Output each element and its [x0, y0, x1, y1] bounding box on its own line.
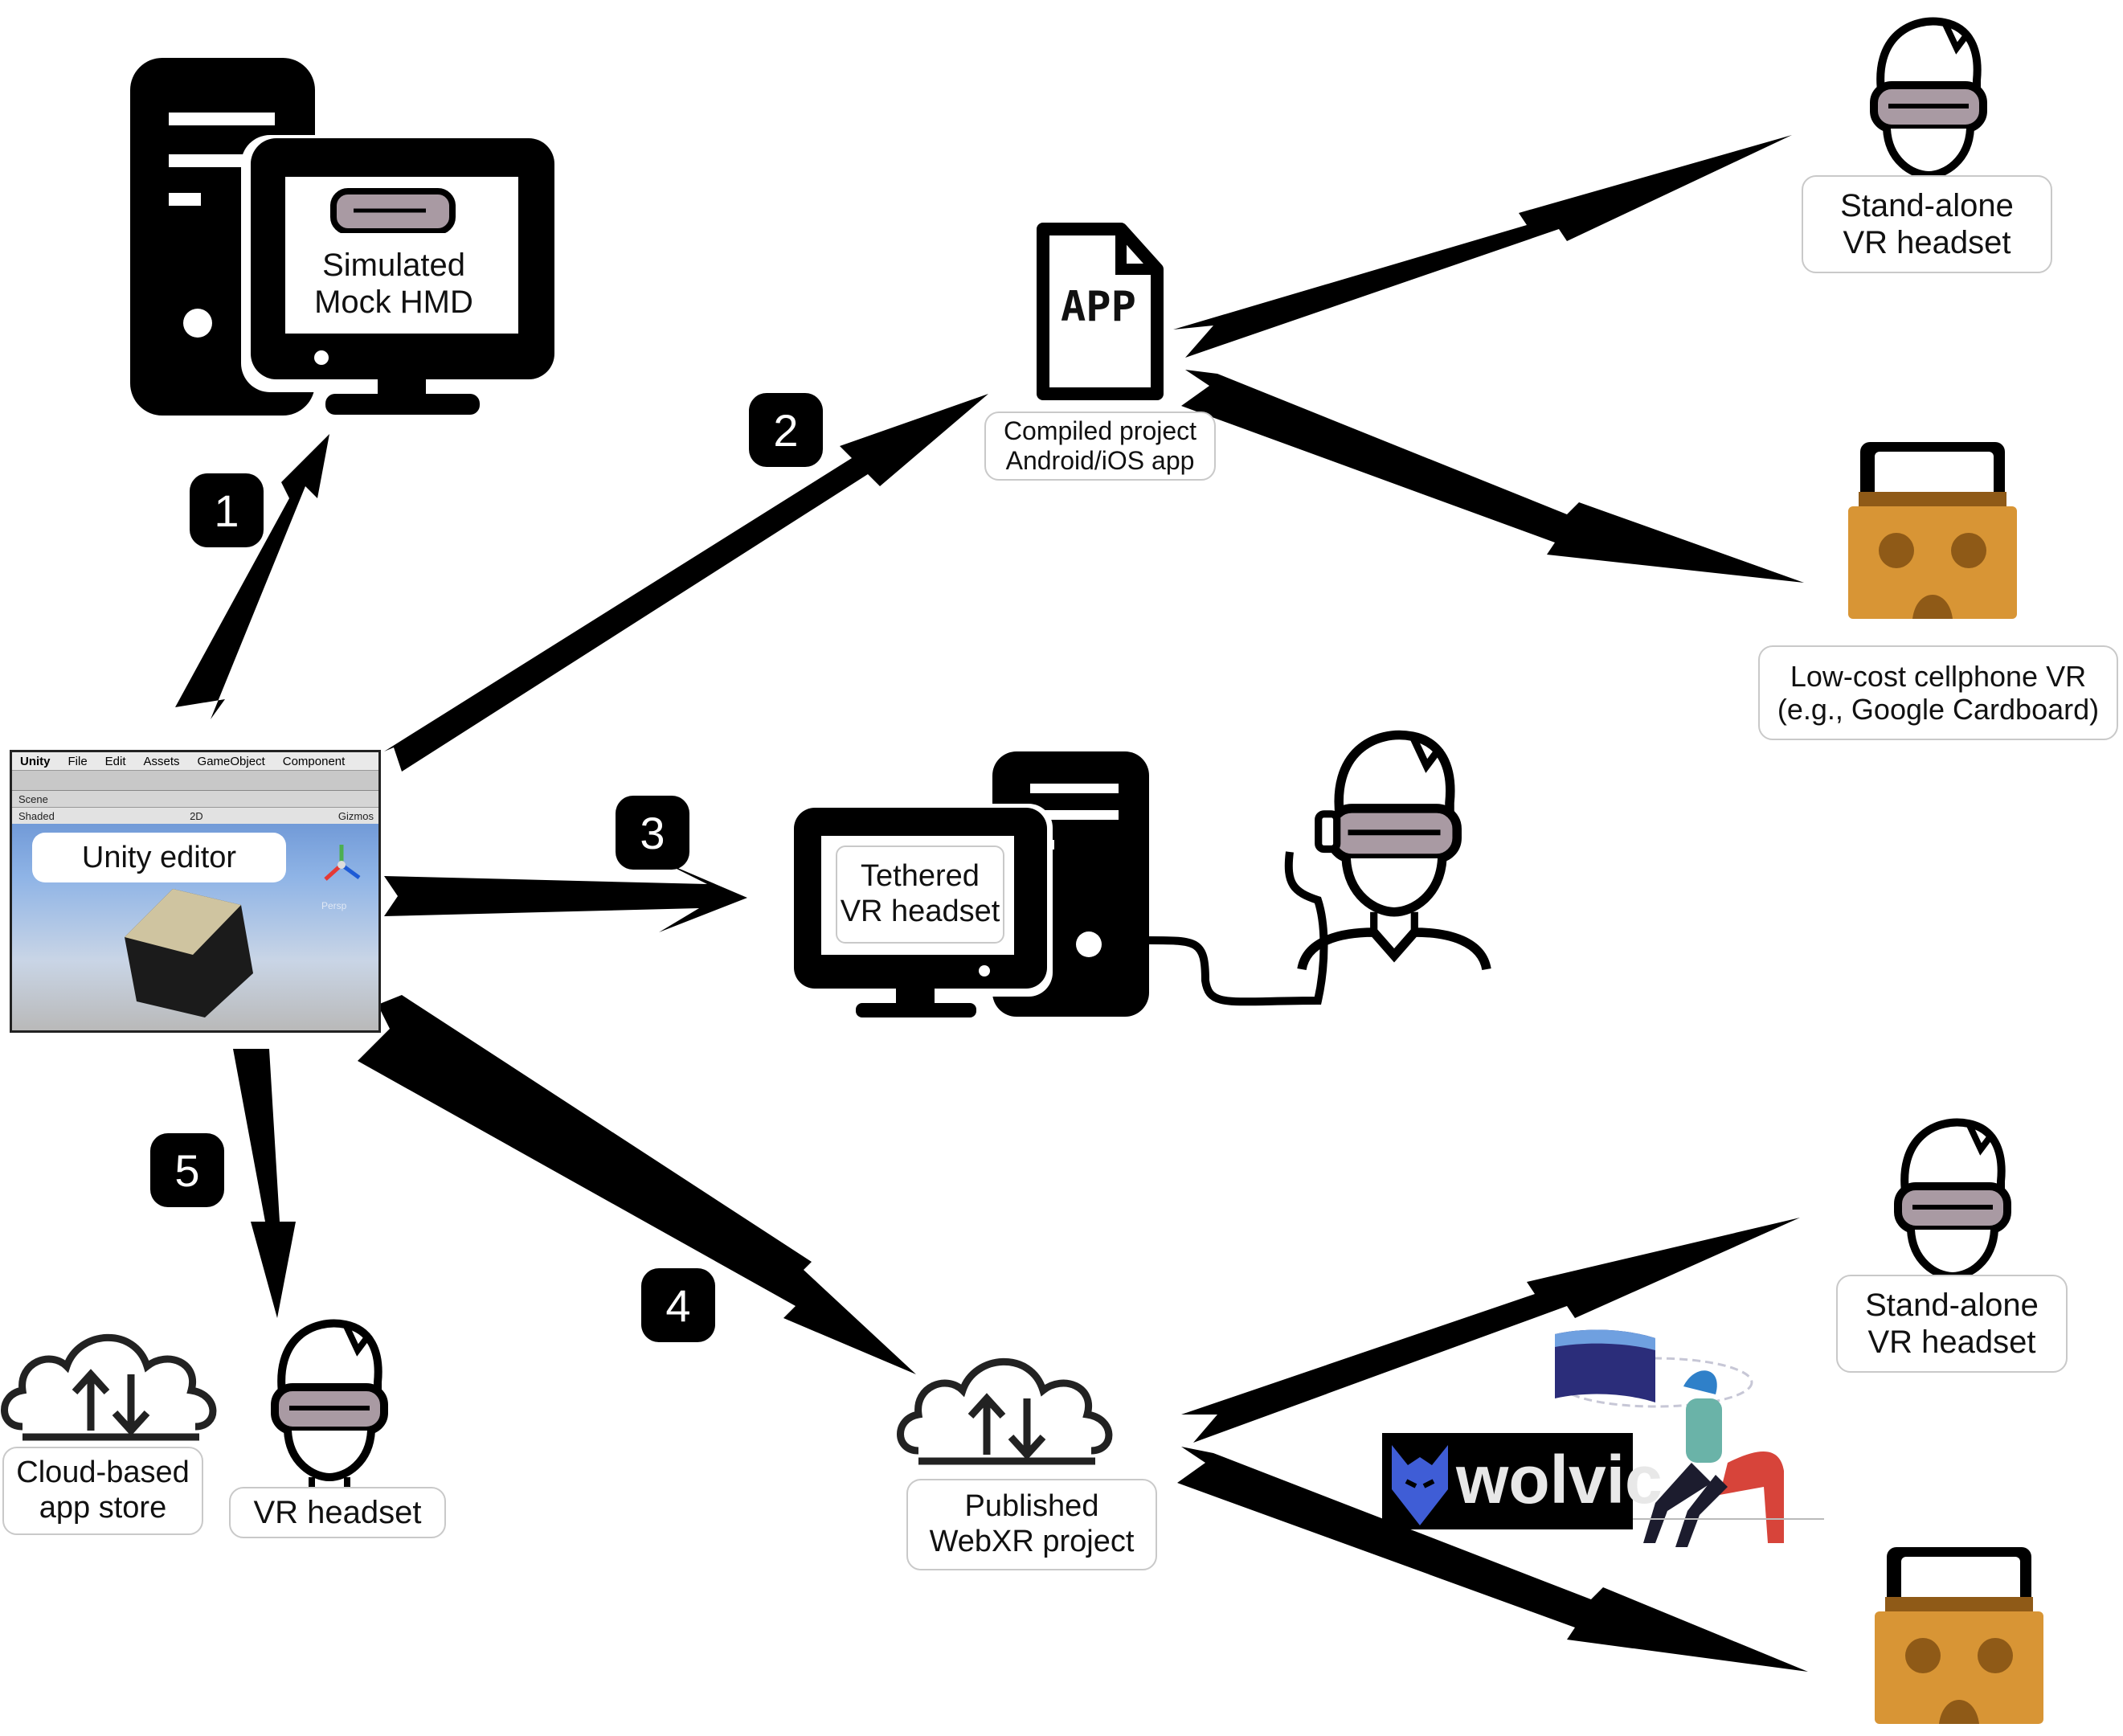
step-badge-2: 2 [749, 393, 823, 467]
simulated-hmd-label: Simulated Mock HMD [309, 233, 478, 334]
arrow-webxr-to-cardboard [1177, 1447, 1808, 1672]
unity-menu-component: Component [282, 754, 346, 768]
unity-menu-edit: Edit [104, 754, 126, 768]
unity-shaded-bar: Shaded 2D Gizmos [12, 808, 378, 824]
cloud-store-line2: app store [39, 1491, 167, 1525]
cloud-store-label: Cloud-based app store [2, 1447, 203, 1535]
arrow-1 [175, 434, 329, 719]
webxr-label: Published WebXR project [906, 1479, 1157, 1570]
vr-headset-text: VR headset [253, 1495, 422, 1530]
arrow-app-to-standalone [1173, 135, 1792, 358]
cardboard-viewer-top-icon [1848, 442, 2017, 619]
unity-editor-screenshot: Unity File Edit Assets GameObject Compon… [10, 750, 381, 1033]
unity-persp-text: Persp [321, 900, 347, 911]
unity-scene-tab: Scene [12, 791, 378, 808]
compiled-project-label: Compiled project Android/iOS app [984, 411, 1216, 481]
tethered-line1: Tethered [861, 859, 980, 894]
unity-menubar: Unity File Edit Assets GameObject Compon… [12, 752, 378, 771]
standalone-top-line1: Stand-alone [1840, 188, 2014, 223]
wolvic-logo: wolvic [1382, 1433, 1663, 1529]
compiled-project-line2: Android/iOS app [1005, 446, 1195, 475]
standalone-top-label: Stand-alone VR headset [1802, 175, 2052, 273]
webxr-line2: WebXR project [929, 1525, 1135, 1558]
standalone-bottom-line1: Stand-alone [1865, 1288, 2039, 1323]
cardboard-line1: Low-cost cellphone VR [1790, 659, 2087, 693]
simulated-hmd-line2: Mock HMD [314, 284, 473, 320]
cardboard-line2: (e.g., Google Cardboard) [1777, 693, 2100, 726]
unity-menu-unity: Unity [20, 754, 51, 768]
arrow-4 [358, 995, 916, 1374]
unity-menu-file: File [67, 754, 88, 768]
wolvic-wolf-icon [1392, 1445, 1448, 1525]
unity-gizmos: Gizmos [337, 809, 374, 822]
standalone-top-line2: VR headset [1843, 225, 2011, 260]
cloud-store-line1: Cloud-based [16, 1456, 190, 1490]
unity-toolbar [12, 771, 378, 791]
arrow-2 [384, 394, 988, 772]
unity-shading-mode: Shaded [18, 809, 55, 822]
wolvic-text: wolvic [1456, 1442, 1663, 1517]
app-icon-text: APP [1061, 283, 1136, 331]
tethered-label: Tethered VR headset [836, 845, 1004, 944]
step-badge-5: 5 [150, 1133, 224, 1207]
step-badge-3: 3 [616, 796, 689, 870]
unity-menu-gameobject: GameObject [197, 754, 265, 768]
cloud-webxr-icon [901, 1361, 1109, 1461]
app-file-icon [1037, 223, 1164, 400]
unity-scene-graphics: Persp [125, 845, 361, 1017]
cardboard-viewer-bottom-icon [1875, 1547, 2043, 1724]
arrow-3 [384, 860, 747, 932]
tethered-user-icon [1302, 735, 1487, 969]
webxr-user-illustration-icon [1555, 1329, 1824, 1547]
unity-menu-assets: Assets [143, 754, 180, 768]
simulated-hmd-line1: Simulated [322, 247, 465, 283]
compiled-project-line1: Compiled project [1003, 416, 1197, 446]
arrow-webxr-to-standalone [1181, 1218, 1800, 1443]
standalone-bottom-label: Stand-alone VR headset [1836, 1275, 2068, 1373]
unity-2d-toggle: 2D [190, 809, 203, 822]
tethered-line2: VR headset [840, 895, 1000, 928]
cardboard-label: Low-cost cellphone VR (e.g., Google Card… [1758, 645, 2118, 740]
unity-axis-gizmo-icon [324, 845, 361, 881]
step-badge-1: 1 [190, 473, 264, 547]
webxr-line1: Published [964, 1489, 1099, 1524]
arrow-5 [233, 1049, 296, 1318]
step-badge-4: 4 [641, 1268, 715, 1342]
cloud-store-icon [5, 1337, 213, 1437]
arrow-app-to-cardboard [1181, 370, 1804, 583]
vr-headset-label: VR headset [229, 1487, 446, 1538]
standalone-bottom-line2: VR headset [1867, 1325, 2036, 1360]
unity-editor-label: Unity editor [32, 833, 286, 882]
